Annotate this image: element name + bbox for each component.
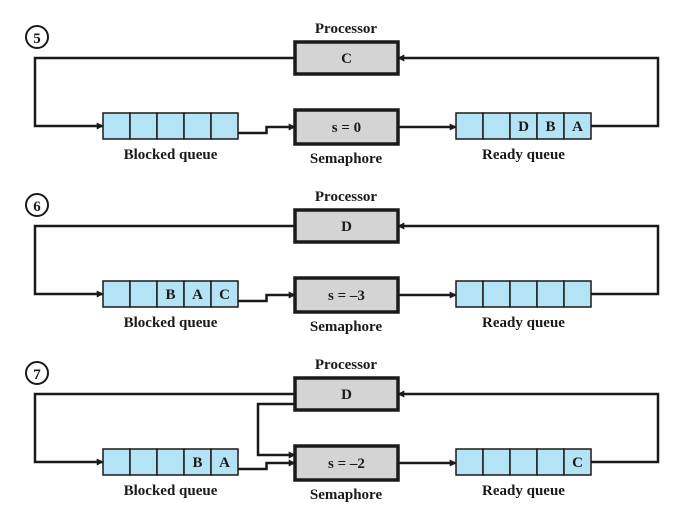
queue-cell — [482, 448, 511, 476]
queue-cell — [156, 448, 185, 476]
queue-cell — [482, 280, 511, 308]
arrow-blocked-to-semaphore — [238, 459, 296, 471]
ready-queue-label: Ready queue — [482, 483, 565, 499]
blocked-queue-label: Blocked queue — [124, 483, 218, 499]
ready-queue-label: Ready queue — [482, 315, 565, 331]
arrow-blocked-to-semaphore — [238, 291, 296, 303]
queue-cell-label: B — [192, 455, 202, 471]
queue-cell — [102, 280, 131, 308]
processor-label: Processor — [315, 189, 378, 205]
queue-cell — [509, 448, 538, 476]
step-circle — [25, 25, 49, 49]
queue-cell — [210, 280, 239, 308]
semaphore-value: s = 0 — [332, 120, 361, 136]
step-number: 7 — [33, 367, 41, 383]
queue-cell — [129, 280, 158, 308]
blocked-queue-label: Blocked queue — [124, 315, 218, 331]
arrow-ready-to-processor — [397, 54, 660, 128]
queue-cell-label: B — [165, 287, 175, 303]
queue-cell-label: C — [572, 455, 583, 471]
queue-cell-label: A — [192, 287, 203, 303]
processor-label: Processor — [315, 357, 378, 373]
arrow-processor-to-blocked — [33, 224, 295, 298]
step-circle — [25, 361, 49, 385]
processor-value: D — [341, 219, 352, 235]
queue-cell — [536, 280, 565, 308]
queue-cell-label: A — [572, 119, 583, 135]
blocked-queue-label: Blocked queue — [124, 147, 218, 163]
ready-queue-label: Ready queue — [482, 147, 565, 163]
queue-cell — [563, 448, 592, 476]
semaphore-label: Semaphore — [310, 487, 383, 503]
queue-cell — [455, 448, 484, 476]
processor-value: C — [341, 51, 352, 67]
step-number: 6 — [33, 199, 41, 215]
queue-cell — [455, 112, 484, 140]
queue-cell — [210, 112, 239, 140]
step-circle — [25, 193, 49, 217]
semaphore-label: Semaphore — [310, 151, 383, 167]
queue-cell — [563, 280, 592, 308]
queue-cell — [102, 448, 131, 476]
arrow-processor-to-blocked — [33, 56, 295, 130]
blocked-queue: Blocked queue — [102, 112, 239, 163]
queue-cell-label: C — [219, 287, 230, 303]
queue-cell — [536, 112, 565, 140]
queue-cell-label: B — [545, 119, 555, 135]
arrow-processor-to-blocked — [33, 392, 295, 466]
ready-queue: C Ready queue — [455, 448, 592, 499]
step-number: 5 — [33, 31, 41, 47]
queue-cell — [210, 448, 239, 476]
queue-cell — [482, 112, 511, 140]
queue-cell — [129, 448, 158, 476]
arrow-ready-to-processor — [397, 390, 660, 464]
processor-value: D — [341, 387, 352, 403]
processor-label: Processor — [315, 21, 378, 37]
queue-cell — [183, 112, 212, 140]
queue-cell — [129, 112, 158, 140]
semaphore-value: s = –3 — [328, 288, 365, 304]
queue-cell — [102, 112, 131, 140]
arrow-blocked-to-semaphore — [238, 123, 296, 135]
semaphore-value: s = –2 — [328, 456, 365, 472]
arrow-ready-to-processor — [397, 222, 660, 296]
queue-cell — [183, 280, 212, 308]
queue-cell — [563, 112, 592, 140]
queue-cell-label: D — [518, 119, 529, 135]
ready-queue: Ready queue — [455, 280, 592, 331]
queue-cell — [455, 280, 484, 308]
queue-cell — [509, 280, 538, 308]
queue-cell — [156, 112, 185, 140]
semaphore-label: Semaphore — [310, 319, 383, 335]
queue-cell — [536, 448, 565, 476]
queue-cell — [156, 280, 185, 308]
queue-cell-label: A — [219, 455, 230, 471]
arrow-processor-to-semaphore — [256, 402, 296, 459]
